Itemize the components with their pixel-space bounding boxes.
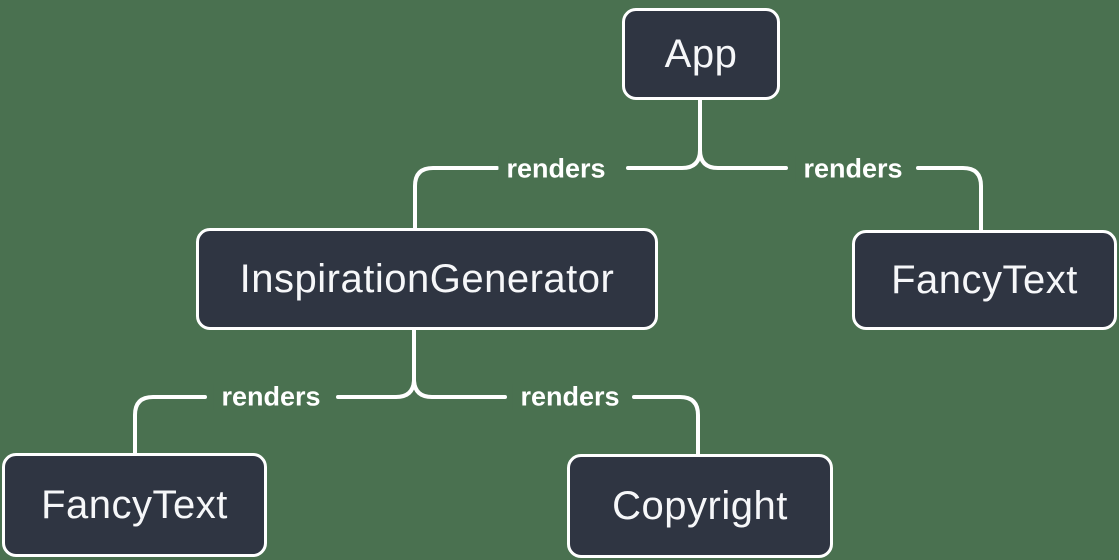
node-label: FancyText: [41, 482, 228, 527]
node-fancy-text-top: FancyText: [852, 230, 1117, 330]
node-copyright: Copyright: [567, 454, 833, 558]
edge-label-renders: renders: [213, 383, 329, 411]
edge-label-renders: renders: [512, 383, 628, 411]
node-inspiration-generator: InspirationGenerator: [196, 228, 658, 330]
edge-label-renders: renders: [498, 155, 614, 183]
edge-inspirationgenerator-to-copyright: [412, 328, 700, 456]
node-label: App: [664, 31, 738, 76]
node-label: InspirationGenerator: [239, 256, 615, 301]
edge-label-renders: renders: [795, 155, 911, 183]
edge-app-to-fancytext: [698, 98, 983, 232]
node-fancy-text-bottom: FancyText: [2, 453, 267, 557]
node-app: App: [622, 8, 780, 100]
node-label: FancyText: [891, 257, 1078, 302]
node-label: Copyright: [612, 483, 788, 528]
